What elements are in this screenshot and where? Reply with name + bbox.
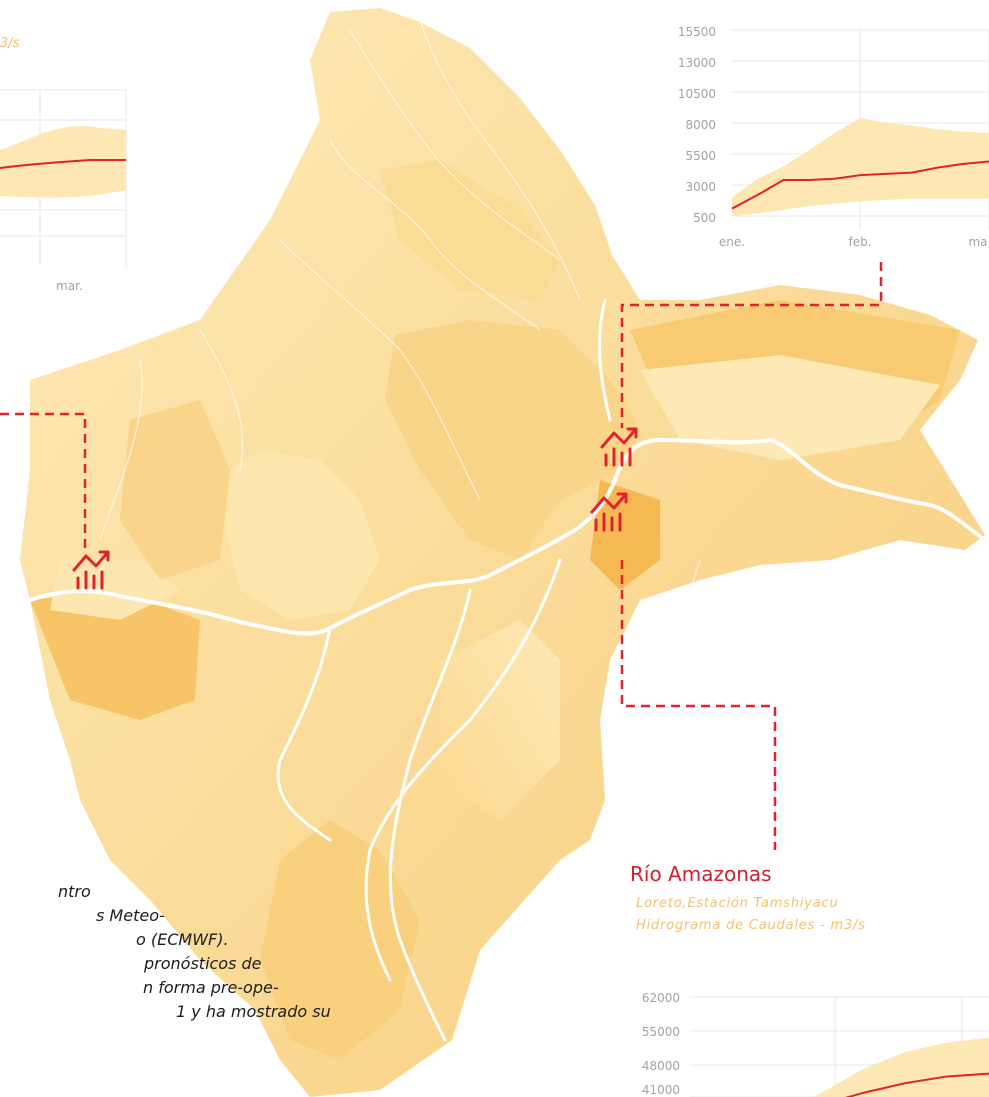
bottom-right-chart: 62000 55000 48000 41000 (626, 985, 989, 1097)
y-tick: 62000 (642, 991, 680, 1005)
y-tick: 13000 (678, 56, 716, 70)
y-tick: 10500 (678, 87, 716, 101)
chart-trend-up-icon[interactable] (72, 550, 110, 590)
median-line (0, 159, 126, 169)
description-line: ntro (58, 882, 91, 901)
x-tick: ene. (719, 235, 745, 249)
leader-lines (0, 262, 883, 850)
description-line: n forma pre-ope- (143, 978, 279, 997)
top-right-chart: 15500 13000 10500 8000 5500 3000 500 ene… (650, 0, 989, 265)
y-tick: 3000 (685, 180, 716, 194)
description-line: o (ECMWF). (136, 930, 229, 949)
x-label: mar. (56, 279, 83, 293)
chart-trend-up-icon[interactable] (590, 492, 628, 532)
y-tick: 48000 (642, 1059, 680, 1073)
chart-trend-up-icon[interactable] (600, 427, 638, 467)
y-tick: 41000 (642, 1083, 680, 1097)
sub-basin (120, 400, 230, 580)
uncertainty-band (732, 118, 989, 216)
leader-line-top-right (620, 262, 883, 428)
tributaries (99, 19, 701, 801)
leader-line-bottom-right (620, 560, 777, 850)
sub-basin (440, 620, 560, 820)
description-line: 1 y ha mostrado su (176, 1002, 331, 1021)
median-line (731, 160, 989, 210)
description-line: pronósticos de (144, 954, 262, 973)
y-tick: 55000 (642, 1025, 680, 1039)
sub-basin (380, 160, 560, 300)
sub-basin (50, 560, 180, 620)
uncertainty-band (813, 1037, 989, 1097)
sub-basin (225, 450, 380, 620)
chart-subtitle-station: Loreto,Estación Tamshiyacu (636, 896, 839, 911)
main-rivers (28, 298, 987, 1042)
y-tick: 8000 (685, 118, 716, 132)
sub-basin (30, 590, 200, 720)
chart-title: Río Amazonas (630, 862, 772, 886)
sub-basin (385, 320, 640, 560)
sub-basin (260, 820, 420, 1060)
x-tick: ma (968, 235, 987, 249)
y-tick: 500 (693, 211, 716, 225)
description-line: s Meteo- (96, 906, 165, 925)
y-tick: 15500 (678, 25, 716, 39)
y-tick: 5500 (685, 149, 716, 163)
x-tick: feb. (848, 235, 871, 249)
top-left-chart: mar. (0, 89, 127, 293)
top-left-chart-subtitle: 3/s (0, 36, 20, 51)
chart-subtitle-units: Hidrograma de Caudales - m3/s (636, 918, 866, 933)
sub-basin (590, 480, 660, 590)
sub-basin (640, 355, 940, 460)
median-line (844, 1072, 989, 1097)
